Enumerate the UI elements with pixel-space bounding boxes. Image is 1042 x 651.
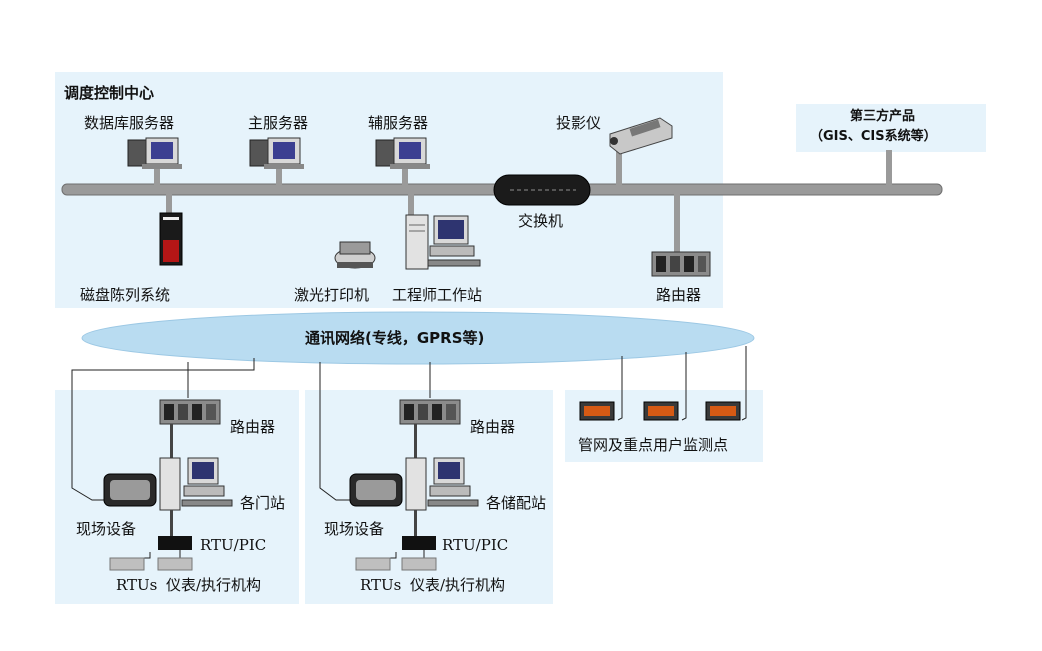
storage-router-icon: [399, 399, 461, 425]
storage-rtu-label: RTU/PIC: [442, 536, 509, 554]
cc-router-label: 路由器: [656, 286, 702, 304]
gate-router-icon: [159, 399, 221, 425]
storage-rtus-box-1: [355, 557, 391, 571]
laser-printer-label: 激光打印机: [294, 286, 370, 304]
storage-instruments-label: 仪表/执行机构: [410, 576, 506, 594]
gate-instruments-label: 仪表/执行机构: [166, 576, 262, 594]
laser-printer-icon: [334, 241, 376, 269]
workstation-label: 工程师工作站: [392, 286, 483, 304]
monitor-points-label: 管网及重点用户监测点: [578, 436, 729, 454]
storage-rtu-icon: [402, 536, 436, 550]
storage-field-label: 现场设备: [324, 520, 385, 538]
engineer-workstation-icon: [405, 214, 481, 270]
storage-router-label: 路由器: [470, 418, 516, 436]
gate-workstation-icon: [159, 457, 233, 511]
main-server-label: 主服务器: [248, 114, 309, 132]
main-server-icon: [249, 137, 304, 169]
projector-label: 投影仪: [556, 114, 602, 132]
third-party-line1: 第三方产品: [850, 109, 916, 124]
disk-array-icon: [159, 212, 183, 266]
third-party-panel: [796, 104, 986, 152]
storage-rtus-label: RTUs: [360, 576, 402, 594]
storage-field-device-icon: [349, 473, 403, 507]
comm-network-label: 通讯网络(专线，GPRS等): [305, 329, 485, 347]
monitor-device-icon-2: [643, 401, 679, 421]
aux-server-icon: [375, 137, 430, 169]
db-server-label: 数据库服务器: [84, 114, 175, 132]
monitor-device-icon-1: [579, 401, 615, 421]
disk-array-label: 磁盘陈列系统: [80, 286, 171, 304]
gate-rtus-label: RTUs: [116, 576, 158, 594]
gate-rtus-box-1: [109, 557, 145, 571]
switch-label: 交换机: [518, 212, 564, 230]
db-server-icon: [127, 137, 182, 169]
storage-workstation-icon: [405, 457, 479, 511]
projector-icon: [609, 117, 673, 155]
cc-router-icon: [651, 251, 711, 277]
control-center-title: 调度控制中心: [64, 84, 155, 102]
gate-router-label: 路由器: [230, 418, 276, 436]
gate-rtu-icon: [158, 536, 192, 550]
gate-rtu-label: RTU/PIC: [200, 536, 267, 554]
storage-rtus-box-2: [401, 557, 437, 571]
comm-network-ellipse: [81, 311, 755, 365]
switch-icon: [493, 174, 591, 206]
gate-rtus-box-2: [157, 557, 193, 571]
gate-station-label: 各门站: [240, 494, 286, 512]
storage-station-label: 各储配站: [486, 494, 547, 512]
monitor-device-icon-3: [705, 401, 741, 421]
third-party-line2: （GIS、CIS系统等）: [810, 129, 937, 144]
aux-server-label: 辅服务器: [368, 114, 429, 132]
gate-field-label: 现场设备: [76, 520, 137, 538]
gate-field-device-icon: [103, 473, 157, 507]
